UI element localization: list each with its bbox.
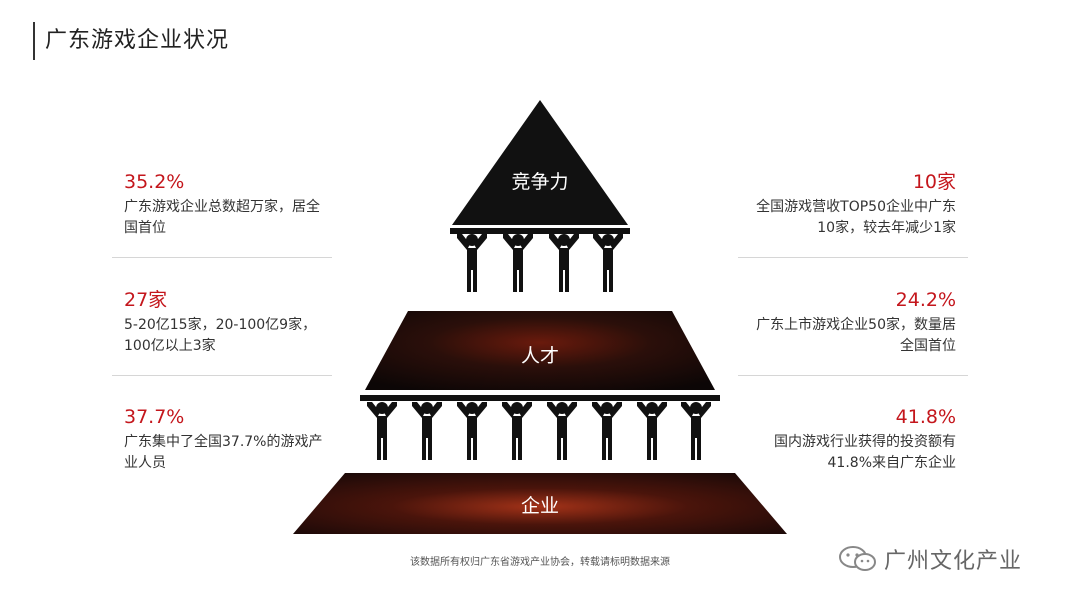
person-icon: [457, 402, 487, 460]
person-icon: [503, 234, 533, 292]
pyramid-tier-top: [452, 100, 628, 225]
person-icon: [367, 402, 397, 460]
figures-row-middle: [367, 402, 711, 460]
person-icon: [637, 402, 667, 460]
title-bar: 广东游戏企业状况: [33, 22, 229, 60]
person-icon: [593, 234, 623, 292]
person-icon: [549, 234, 579, 292]
brand: 广州文化产业: [838, 543, 1022, 575]
person-icon: [502, 402, 532, 460]
pyramid-label-top: 竞争力: [511, 171, 568, 193]
person-icon: [592, 402, 622, 460]
person-icon: [547, 402, 577, 460]
page-title: 广东游戏企业状况: [45, 22, 229, 60]
pyramid-label-middle: 人才: [521, 345, 559, 367]
figures-row-top: [457, 234, 623, 292]
person-icon: [681, 402, 711, 460]
pyramid-diagram: 竞争力 人才 企业: [290, 98, 790, 538]
brand-name: 广州文化产业: [884, 543, 1022, 575]
pyramid-label-bottom: 企业: [521, 495, 559, 517]
person-icon: [457, 234, 487, 292]
wechat-icon: [838, 544, 878, 574]
person-icon: [412, 402, 442, 460]
